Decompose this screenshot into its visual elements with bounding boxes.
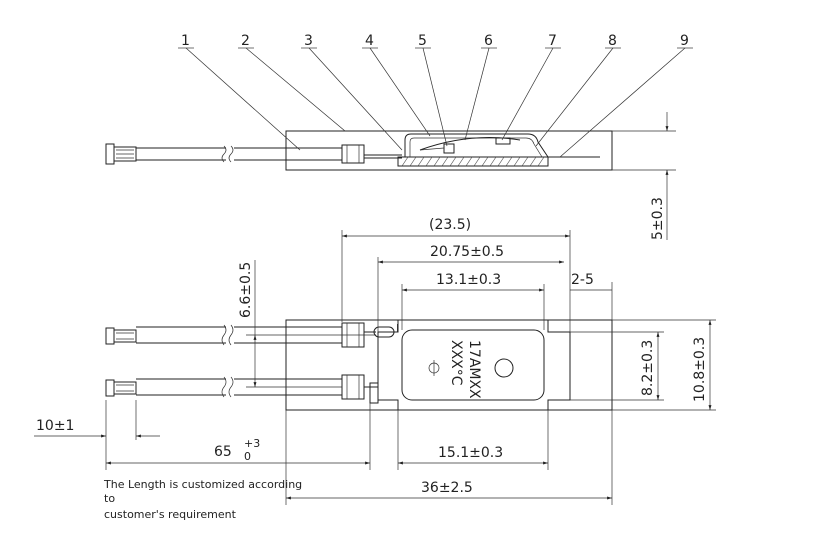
- callout-3: 3: [304, 33, 313, 49]
- callout-2: 2: [241, 33, 250, 49]
- dim-lead-length: 65 +3 0: [106, 403, 371, 470]
- callout-6: 6: [484, 33, 493, 49]
- callout-8: 8: [608, 33, 617, 49]
- top-view: 17AMXX XXX°C I: [105, 319, 613, 411]
- dim-case-length: 20.75±0.5: [377, 244, 564, 332]
- dim-sleeve-width: 10.8±0.3: [612, 319, 716, 411]
- dim-case-width-label: 8.2±0.3: [640, 340, 656, 396]
- dim-thickness: 5±0.3: [612, 112, 676, 240]
- side-view: [105, 130, 613, 171]
- dim-total-length: 36±2.5: [285, 410, 613, 505]
- dim-strip: 10±1: [34, 400, 160, 470]
- dim-lead-length-label: 65: [214, 444, 232, 460]
- side-crimp: [341, 144, 365, 164]
- side-bimetal: [419, 137, 521, 151]
- marking-line2: XXX°C: [448, 340, 464, 386]
- dim-lead-tol-upper: +3: [244, 437, 260, 450]
- callout-7: 7: [548, 33, 557, 49]
- side-connector-body: [113, 146, 137, 162]
- dim-window-length-label: 13.1±0.3: [436, 272, 501, 288]
- callouts: 1 2 3 4 5 6 7 8 9: [178, 33, 693, 158]
- svg-text:I: I: [396, 322, 399, 335]
- dim-body-length: 15.1±0.3: [397, 410, 549, 470]
- side-cap: [404, 133, 549, 158]
- side-contact: [443, 143, 455, 154]
- rivet-hole: [494, 358, 514, 378]
- dim-window-length: 13.1±0.3: [401, 272, 545, 330]
- callout-5: 5: [418, 33, 427, 49]
- callout-9: 9: [680, 33, 689, 49]
- dim-gap: 2-5: [570, 272, 613, 320]
- side-sleeve: [285, 130, 613, 171]
- top-window: [401, 329, 545, 401]
- dim-lead-tol-lower: 0: [244, 450, 251, 463]
- dim-overall-body-label: (23.5): [429, 217, 471, 233]
- dim-strip-label: 10±1: [36, 418, 74, 434]
- dim-overall-body: (23.5): [341, 217, 571, 332]
- dim-lead-pitch: 6.6±0.5: [238, 260, 376, 388]
- marking-line1: 17AMXX: [466, 340, 482, 399]
- side-connector: [105, 143, 115, 165]
- dim-thickness-label: 5±0.3: [650, 197, 666, 240]
- length-note: The Length is customized according to cu…: [104, 478, 314, 522]
- dim-body-length-label: 15.1±0.3: [438, 445, 503, 461]
- callout-4: 4: [365, 33, 374, 49]
- dim-case-width: 8.2±0.3: [570, 331, 664, 401]
- dim-gap-label: 2-5: [571, 272, 594, 288]
- length-note-line1: The Length is customized according to: [104, 478, 303, 505]
- length-note-line2: customer's requirement: [104, 508, 236, 521]
- side-base: [397, 156, 549, 167]
- dim-total-length-label: 36±2.5: [421, 480, 473, 496]
- dim-case-length-label: 20.75±0.5: [430, 244, 504, 260]
- callout-1: 1: [181, 33, 190, 49]
- dim-lead-pitch-label: 6.6±0.5: [238, 262, 254, 318]
- dim-sleeve-width-label: 10.8±0.3: [692, 337, 708, 402]
